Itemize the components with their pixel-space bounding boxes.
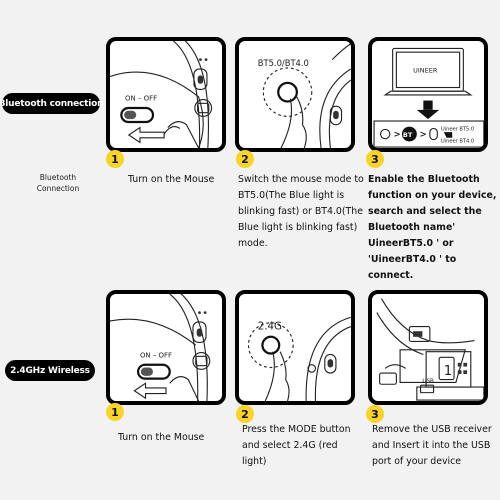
wl-step3-text: Remove the USB receiver and Insert it in… [372,424,492,467]
bt-switch-label: ON – OFF [125,95,157,103]
bt-step3-number: 3 [366,150,384,168]
wl-step3-panel: 1 USB [368,290,488,405]
bt-step2-panel: BT5.0/BT4.0 [235,37,355,152]
bluetooth-icon [401,126,417,142]
bt-step2-number: 2 [236,150,254,168]
gear-icon [379,128,391,140]
bt-step1-text: Turn on the Mouse [128,174,215,185]
bt-mode-label: BT5.0/BT4.0 [258,58,309,68]
bt-step3-panel: UINEER > BT > Uineer BT5.0 Uineer BT4.0 [368,37,488,152]
svg-text:>: > [420,129,427,139]
wl-step1-panel: ON – OFF [106,290,226,405]
bt-bt-label: BT [403,131,413,139]
wl-step2-panel: 2.4G [235,290,355,405]
bt-step2-text: Switch the mouse mode to BT5.0(The Blue … [238,174,364,249]
bluetooth-side-label: Bluetooth Connection [36,173,80,193]
wl-usb-label: USB [422,378,434,384]
svg-text:>: > [394,129,401,139]
wl-step2-text: Press the MODE button and select 2.4G (r… [242,424,351,467]
wl-step1-text: Turn on the Mouse [118,432,205,443]
bt-step1-number: 1 [106,150,124,168]
wl-step2-number: 2 [236,405,254,423]
bt-step3-text: Enable the Bluetooth function on your de… [368,174,497,281]
bt-laptop-label: UINEER [413,67,438,75]
wireless-24ghz-pill: 2.4GHz Wireless [5,360,95,381]
wl-step3-number: 3 [366,405,384,423]
bt-name-2: Uineer BT4.0 [441,138,474,144]
bt-name-1: Uineer BT5.0 [441,126,474,132]
bt-step1-panel: ON – OFF [106,37,226,152]
wl-switch-label: ON – OFF [140,351,172,359]
wl-port-label: 1 [444,364,452,379]
bluetooth-connection-pill: Bluetooth connection [0,93,104,114]
wl-mode-label: 2.4G [258,321,282,332]
wl-step1-number: 1 [106,403,124,421]
